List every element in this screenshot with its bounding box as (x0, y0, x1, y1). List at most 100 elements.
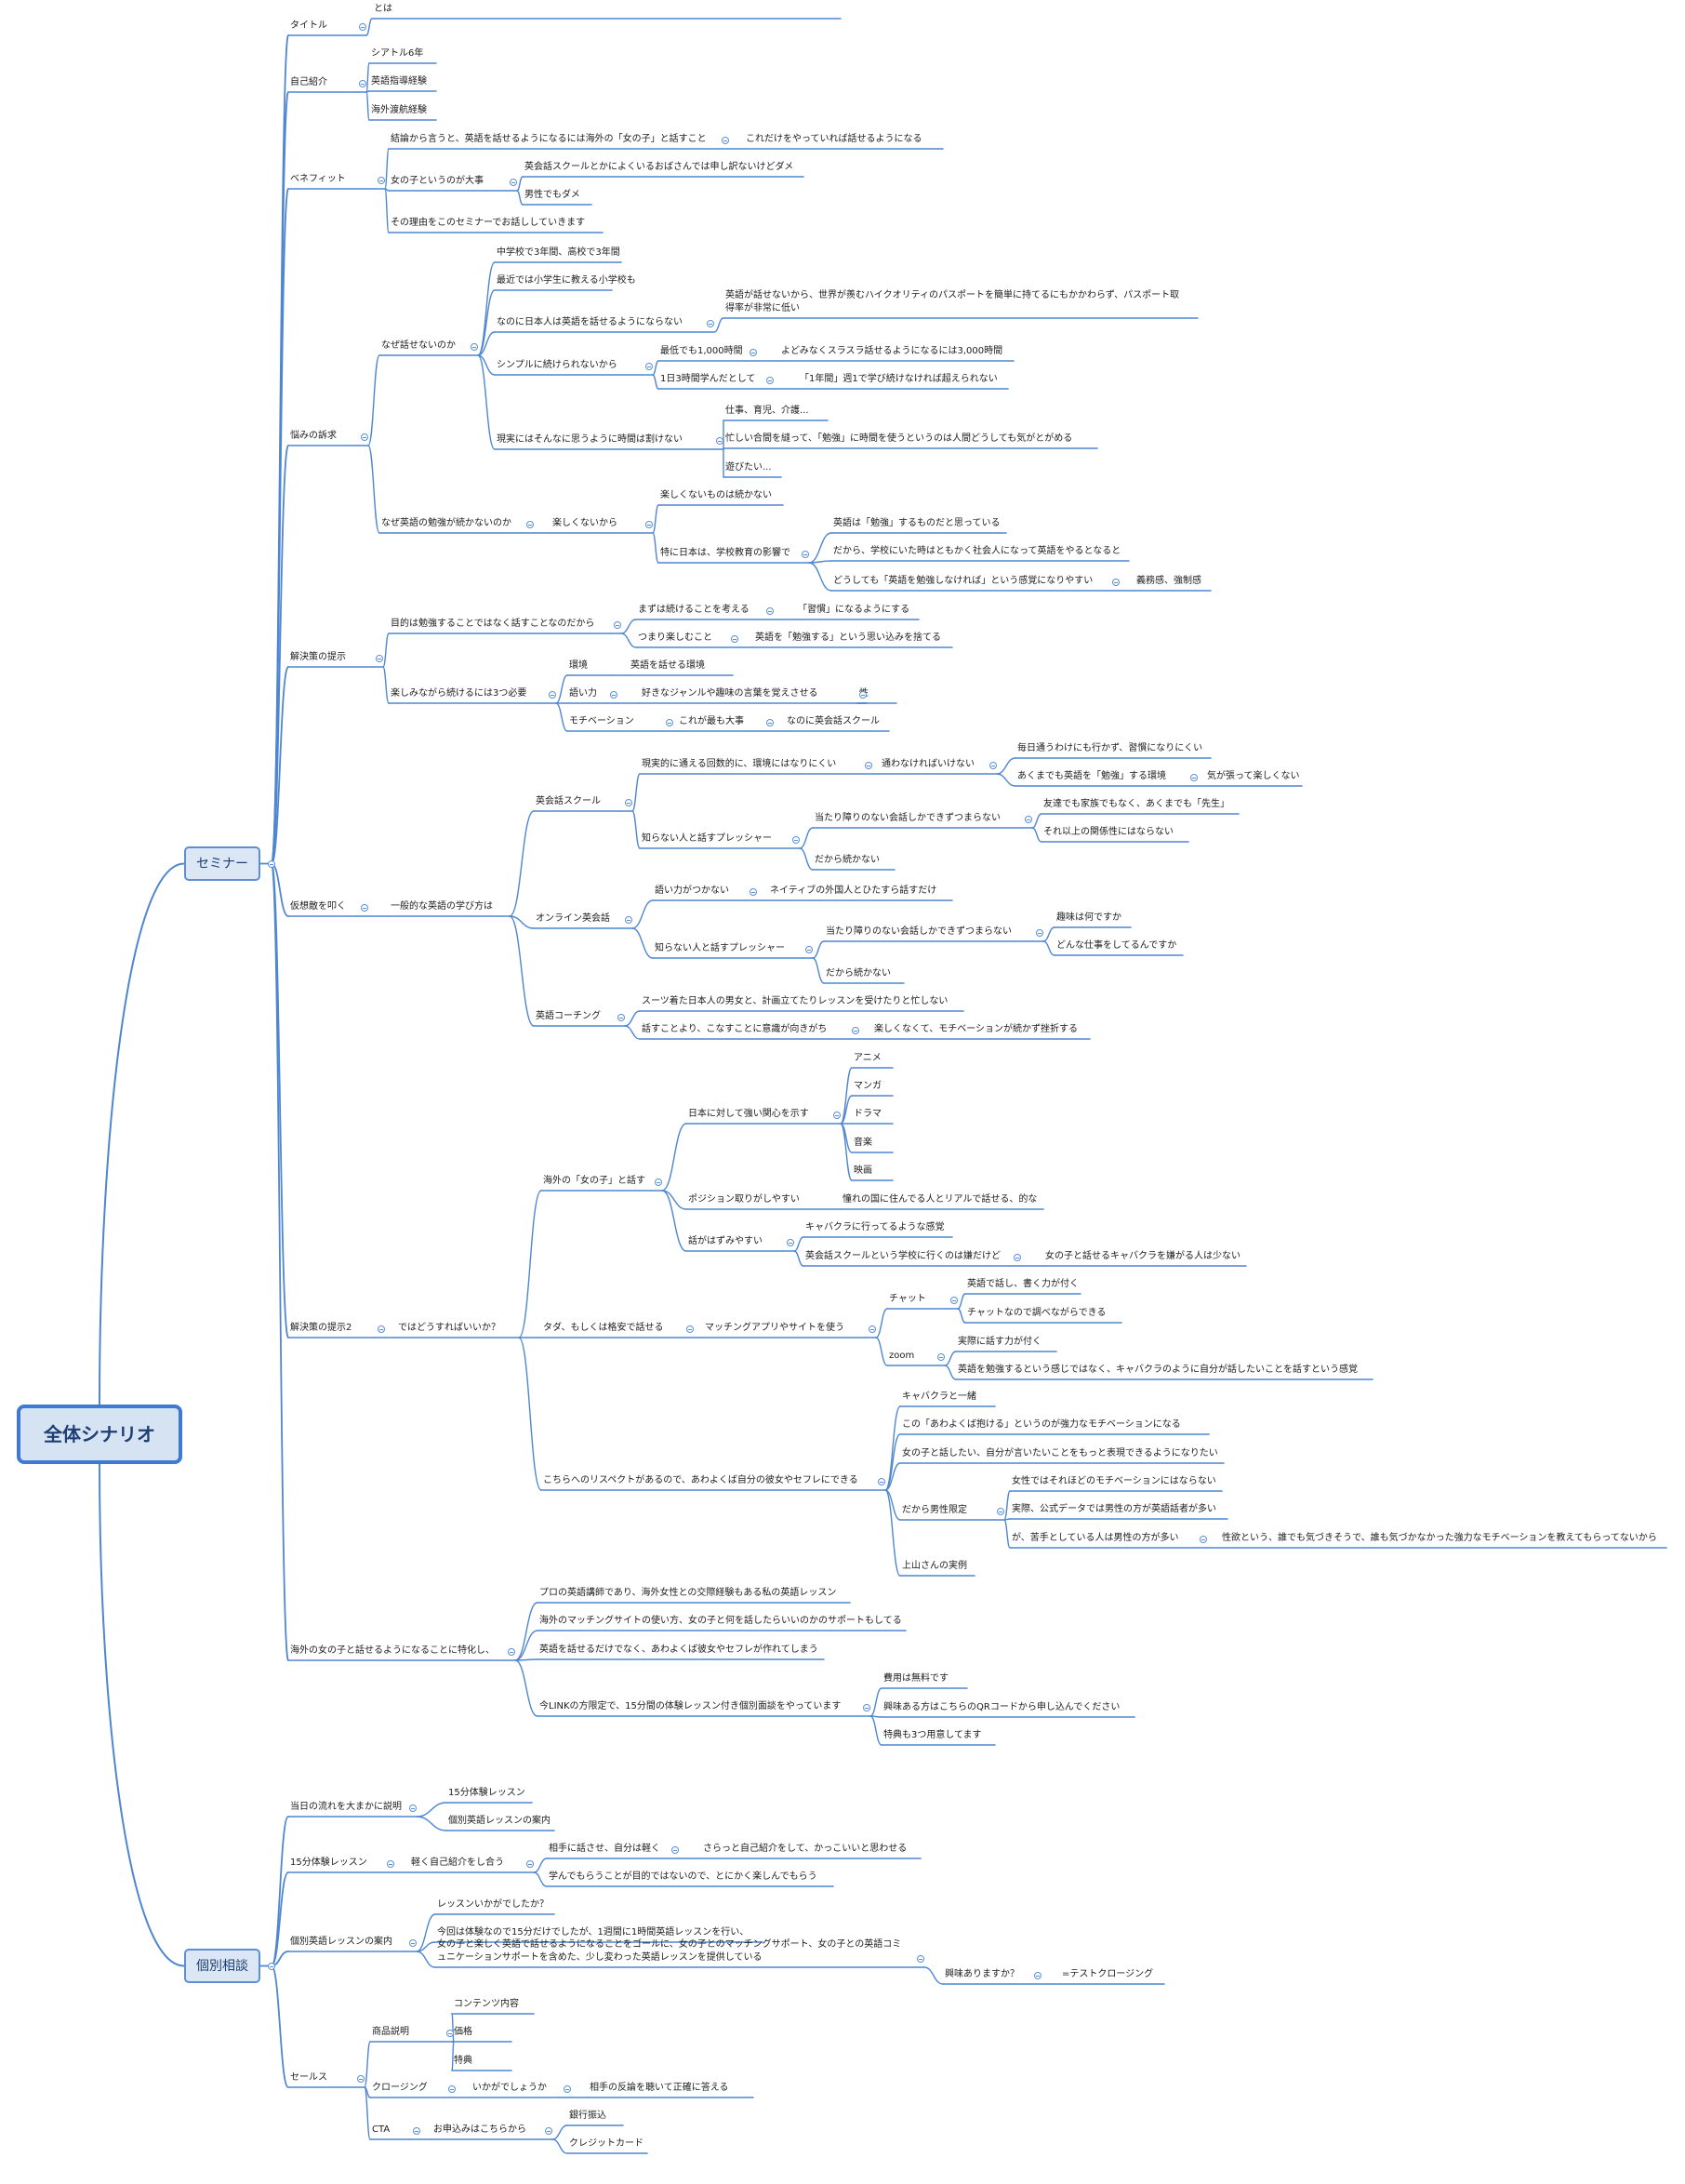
topic-node[interactable]: 「習慣」になるようにする (798, 605, 910, 615)
topic-node[interactable]: 実際に話す力が付く (958, 1337, 1042, 1347)
topic-node[interactable]: 相手の反論を聴いて正確に答える (590, 2083, 729, 2093)
collapse-toggle-icon[interactable] (859, 691, 867, 699)
topic-node[interactable]: 中学校で3年間、高校で3年間 (497, 247, 620, 258)
collapse-toggle-icon[interactable] (1034, 1972, 1042, 1979)
topic-node[interactable]: シアトル6年 (371, 48, 424, 59)
topic-node[interactable]: 結論から言うと、英語を話せるようになるには海外の「女の子」と話すこと (391, 134, 707, 144)
collapse-toggle-icon[interactable] (787, 1239, 794, 1246)
collapse-toggle-icon[interactable] (526, 521, 534, 528)
topic-node[interactable]: ポジション取りがしやすい (688, 1194, 800, 1205)
topic-node[interactable]: なぜ英語の勉強が続かないのか (381, 518, 511, 528)
collapse-toggle-icon[interactable] (508, 1648, 515, 1656)
topic-node[interactable]: キャバクラに行ってるような感覚 (805, 1222, 945, 1232)
topic-node[interactable]: 環境 (569, 660, 588, 671)
topic-node[interactable]: その理由をこのセミナーでお話ししていきます (391, 218, 586, 228)
collapse-toggle-icon[interactable] (471, 343, 478, 351)
topic-node[interactable]: 目的は勉強することではなく話すことなのだから (391, 619, 595, 629)
topic-node[interactable]: お申込みはこちらから (433, 2124, 526, 2135)
topic-node[interactable]: 楽しくないから (552, 518, 617, 528)
collapse-toggle-icon[interactable] (268, 1962, 275, 1970)
collapse-toggle-icon[interactable] (1014, 1254, 1021, 1261)
collapse-toggle-icon[interactable] (1200, 1536, 1207, 1543)
collapse-toggle-icon[interactable] (655, 1179, 662, 1186)
collapse-toggle-icon[interactable] (671, 1846, 679, 1854)
topic-node[interactable]: 当たり障りのない会話しかできずつまらない (826, 926, 1012, 937)
collapse-toggle-icon[interactable] (686, 1325, 694, 1333)
topic-node[interactable]: プロの英語講師であり、海外女性との交際経験もある私の英語レッスン (539, 1588, 837, 1598)
topic-node[interactable]: 気が張って楽しくない (1207, 771, 1300, 781)
topic-node[interactable]: 話がはずみやすい (688, 1236, 763, 1246)
collapse-toggle-icon[interactable] (549, 691, 556, 699)
topic-node[interactable]: 英語を話せるだけでなく、あわよくば彼女やセフレが作れてしまう (539, 1645, 818, 1655)
collapse-toggle-icon[interactable] (766, 377, 774, 384)
topic-node[interactable]: 憧れの国に住んでる人とリアルで話せる、的な (842, 1194, 1038, 1205)
topic-node[interactable]: 解決策の提示 (290, 652, 346, 662)
collapse-toggle-icon[interactable] (625, 916, 632, 924)
topic-node[interactable]: 知らない人と話すプレッシャー (642, 833, 772, 844)
collapse-toggle-icon[interactable] (359, 80, 366, 87)
topic-node[interactable]: 最近では小学生に教える小学校も (497, 275, 636, 286)
topic-node[interactable]: まずは続けることを考える (638, 605, 750, 615)
topic-node[interactable]: 毎日通うわけにも行かず、習慣になりにくい (1017, 743, 1203, 753)
topic-node[interactable]: タイトル (290, 20, 327, 31)
collapse-toggle-icon[interactable] (750, 888, 757, 896)
collapse-toggle-icon[interactable] (1190, 774, 1198, 781)
topic-node[interactable]: 【男性限定】英語が話せると世界が変わる 英語で話すのが楽しくて仕方なくなる、継続… (374, 0, 832, 14)
topic-node[interactable]: 英語指導経験 (371, 76, 427, 87)
topic-node[interactable]: 現実的に通える回数的に、環境にはなりにくい (642, 759, 837, 769)
topic-node[interactable]: つまり楽しむこと (638, 633, 712, 643)
topic-node[interactable]: こちらへのリスペクトがあるので、あわよくば自分の彼女やセフレにできる (543, 1475, 858, 1485)
collapse-toggle-icon[interactable] (645, 363, 653, 370)
topic-node[interactable]: 英語は「勉強」するものだと思っている (833, 518, 1001, 528)
topic-node[interactable]: チャット (889, 1294, 926, 1304)
topic-node[interactable]: 女の子と楽しく英語で話せるようになることをゴールに、女の子とのマッチングサポート… (437, 1939, 902, 1963)
collapse-toggle-icon[interactable] (361, 904, 368, 912)
topic-node[interactable]: 女の子と話したい、自分が言いたいことをもっと表現できるようになりたい (902, 1448, 1218, 1458)
topic-node[interactable]: 女性ではそれほどのモチベーションにはならない (1012, 1476, 1216, 1486)
topic-node[interactable]: 海外の女の子と話せるようになることに特化し、 (290, 1645, 495, 1656)
collapse-toggle-icon[interactable] (805, 946, 813, 953)
topic-node[interactable]: 解決策の提示2 (290, 1323, 352, 1333)
topic-node[interactable]: レッスンいかがでしたか？ (437, 1899, 549, 1910)
collapse-toggle-icon[interactable] (268, 859, 275, 868)
collapse-toggle-icon[interactable] (446, 2030, 454, 2037)
collapse-toggle-icon[interactable] (707, 320, 714, 327)
topic-node[interactable]: 話すことより、こなすことに意識が向きがち (642, 1024, 828, 1034)
topic-node[interactable]: 仮想敵を叩く (290, 901, 346, 912)
topic-node[interactable]: 英語を「勉強する」という思い込みを捨てる (755, 633, 941, 643)
topic-node[interactable]: 義務感、強制感 (1136, 576, 1201, 586)
topic-node[interactable]: 通わなければいけない (882, 759, 975, 769)
topic-node[interactable]: 個別英語レッスンの案内 (448, 1816, 551, 1826)
topic-node[interactable]: 相手に話させ、自分は軽く (549, 1844, 660, 1854)
topic-node[interactable]: 英語コーチング (536, 1011, 601, 1021)
topic-node[interactable]: zoom (889, 1351, 915, 1361)
topic-node[interactable]: 英語を話せる環境 (630, 660, 705, 671)
collapse-toggle-icon[interactable] (878, 1478, 885, 1485)
topic-node[interactable]: 特典 (454, 2056, 472, 2066)
collapse-toggle-icon[interactable] (1025, 816, 1032, 823)
topic-node[interactable]: 15分体験レッスン (290, 1858, 367, 1868)
topic-node[interactable]: オンライン英会話 (536, 913, 610, 924)
collapse-toggle-icon[interactable] (1036, 929, 1043, 937)
topic-node[interactable]: 自己紹介 (290, 77, 327, 87)
topic-node[interactable]: だから、学校にいた時はともかく社会人になって英語をやるとなると (833, 546, 1121, 556)
topic-node[interactable]: 特に日本は、学校教育の影響で (660, 548, 790, 558)
collapse-toggle-icon[interactable] (997, 1508, 1004, 1515)
collapse-toggle-icon[interactable] (617, 1014, 625, 1021)
topic-node[interactable]: が、苦手としている人は男性の方が多い (1012, 1533, 1179, 1543)
collapse-toggle-icon[interactable] (722, 137, 729, 144)
topic-node[interactable]: 費用は無料です (883, 1673, 949, 1684)
collapse-toggle-icon[interactable] (750, 349, 757, 356)
topic-node[interactable]: 友達でも家族でもなく、あくまでも「先生」 (1043, 799, 1229, 809)
topic-node[interactable]: 当たり障りのない会話しかできずつまらない (815, 813, 1001, 823)
topic-node[interactable]: 楽しみながら続けるには3つ必要 (391, 688, 527, 699)
collapse-toggle-icon[interactable] (852, 1027, 859, 1034)
topic-node[interactable]: 男性でもダメ (524, 190, 580, 200)
topic-node[interactable]: コンテンツ内容 (454, 1999, 519, 2009)
topic-node[interactable]: 興味ありますか？ (945, 1969, 1019, 1979)
collapse-toggle-icon[interactable] (989, 762, 997, 769)
topic-node[interactable]: 価格 (454, 2027, 472, 2037)
collapse-toggle-icon[interactable] (833, 1112, 841, 1119)
topic-node[interactable]: CTA (372, 2124, 391, 2135)
collapse-toggle-icon[interactable] (950, 1297, 958, 1304)
